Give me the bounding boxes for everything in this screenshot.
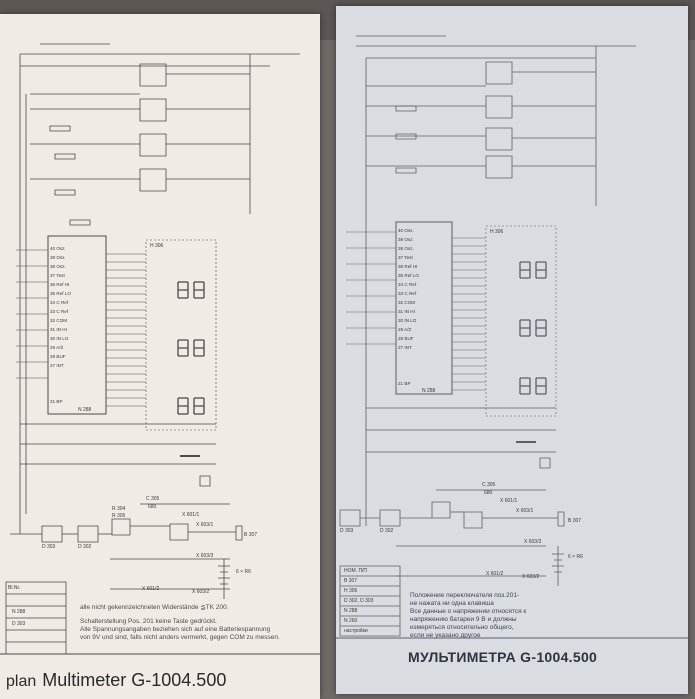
component-label: X 603/1 bbox=[516, 508, 534, 514]
chip-pin-label: 29 A/Z bbox=[398, 327, 412, 332]
chip-pin-label: 29 A/Z bbox=[50, 345, 64, 350]
note-resistors: alle nicht gekennzeichneten Widerstände … bbox=[80, 604, 229, 611]
chip-pin-label: 28 BUF bbox=[398, 336, 414, 341]
parts-table-cell: D 303 bbox=[12, 621, 26, 627]
title-prefix: plan bbox=[6, 673, 37, 690]
chip-pin-label: 40 Osz. bbox=[398, 228, 414, 233]
parts-table-cell: D 302, D 303 bbox=[344, 598, 374, 604]
chip-pin-label: 34 C Ref bbox=[50, 300, 69, 305]
chip-pin-label: 32 COM bbox=[398, 300, 416, 305]
chip-pin-label: 39 Osz. bbox=[398, 237, 414, 242]
chip-pin-label: 31 IN HI bbox=[398, 309, 415, 314]
chip-pin-label: 38 Osz. bbox=[398, 246, 414, 251]
chip-pin-label: 21 BP bbox=[50, 399, 63, 404]
parts-table-cell: B 307 bbox=[344, 578, 358, 584]
component-label: R 305 bbox=[112, 513, 126, 519]
note-ru-line: если не указано другое bbox=[410, 632, 481, 639]
component-label: B 307 bbox=[244, 532, 258, 538]
parts-table-cell: N 288 bbox=[344, 608, 358, 614]
component-label: C 305 bbox=[482, 482, 496, 488]
schematic-sheet-german: Bl.Nr. D 303 40 Osz. 39 Osz. 38 Osz. 37 … bbox=[0, 14, 320, 699]
parts-table-header: НОМ. П/П bbox=[344, 568, 368, 574]
component-label: 680 bbox=[484, 490, 493, 496]
chip-pin-label: 33 C Ref bbox=[398, 291, 417, 296]
chip-pin-label: 40 Osz. bbox=[50, 246, 66, 251]
sheet-title-german: plan Multimeter G-1004.500 bbox=[6, 670, 226, 691]
component-label: B 307 bbox=[568, 518, 582, 524]
component-label: 6 × R6 bbox=[236, 569, 251, 575]
component-label: D 302 bbox=[78, 544, 92, 550]
component-label: 680 bbox=[148, 504, 157, 510]
chip-pin-label: 38 Osz. bbox=[50, 264, 66, 269]
chip-pin-label: 27 INT bbox=[398, 345, 412, 350]
component-label: X 603/3 bbox=[524, 539, 542, 545]
chip-pin-label: 34 C Ref bbox=[398, 282, 417, 287]
component-label: 6 × R6 bbox=[568, 554, 583, 560]
chip-label: N 288 bbox=[422, 388, 436, 394]
chip-label: H 306 bbox=[490, 229, 504, 235]
note-ru-line: напряжению батареи 9 В и должны bbox=[410, 616, 517, 623]
parts-table-header: Bl.Nr. bbox=[8, 585, 21, 591]
chip-pin-label: 28 BUF bbox=[50, 354, 66, 359]
component-label: N 288 bbox=[12, 609, 26, 615]
component-label: R 304 bbox=[112, 506, 126, 512]
component-label: X 603/2 bbox=[522, 574, 540, 580]
chip-pin-label: 32 COM bbox=[50, 318, 68, 323]
chip-pin-label: 37 Test bbox=[50, 273, 65, 278]
note-switch: Schalterstellung Pos. 201 keine Taste ge… bbox=[80, 618, 217, 625]
component-label: X 603/3 bbox=[196, 553, 214, 559]
note-ru-line: измеряться относительно общего, bbox=[410, 624, 514, 631]
component-label: X 603/1 bbox=[196, 522, 214, 528]
title-text: Multimeter G-1004.500 bbox=[42, 670, 227, 690]
chip-pin-label: 36 Ref HI bbox=[50, 282, 70, 287]
parts-table-cell: H 306 bbox=[344, 588, 358, 594]
component-label: X 601/2 bbox=[142, 586, 160, 592]
note-ru-line: Все данные о напряжении относятся к bbox=[410, 608, 527, 615]
chip-pin-label: 37 Test bbox=[398, 255, 413, 260]
schematic-drawing-left bbox=[0, 14, 320, 699]
sheet-title-russian: МУЛЬТИМЕТРА G-1004.500 bbox=[408, 649, 598, 665]
component-label: X 601/2 bbox=[486, 571, 504, 577]
chip-label: N 288 bbox=[78, 407, 92, 413]
note-ru-line: не нажата ни одна клавиша bbox=[410, 600, 494, 607]
chip-pin-label: 27 INT bbox=[50, 363, 64, 368]
note-ru-line: Положение переключателя поз.201- bbox=[410, 592, 520, 599]
chip-pin-label: 35 Ref LO bbox=[398, 273, 419, 278]
chip-pin-label: 21 BP bbox=[398, 381, 411, 386]
schematic-sheet-russian: НОМ. П/П B 307 H 306 D 302, D 303 N 288 … bbox=[336, 6, 688, 694]
chip-pin-label: 31 IN HI bbox=[50, 327, 67, 332]
note-voltage: Alle Spannungsangaben beziehen sich auf … bbox=[80, 626, 271, 633]
parts-table-cell: настройки bbox=[344, 628, 368, 634]
chip-pin-label: 30 IN LO bbox=[50, 336, 69, 341]
chip-label: H 306 bbox=[150, 243, 164, 249]
schematic-drawing-right bbox=[336, 6, 688, 694]
component-label: X 603/2 bbox=[192, 589, 210, 595]
chip-pin-label: 39 Osz. bbox=[50, 255, 66, 260]
component-label: C 305 bbox=[146, 496, 160, 502]
note-voltage-com: von 9V und sind, falls nicht anders verm… bbox=[80, 634, 280, 641]
component-label: X 601/1 bbox=[182, 512, 200, 518]
chip-pin-label: 33 C Ref bbox=[50, 309, 69, 314]
component-label: X 601/1 bbox=[500, 498, 518, 504]
component-label: D 303 bbox=[42, 544, 56, 550]
parts-table-cell: N 260 bbox=[344, 618, 358, 624]
chip-pin-label: 30 IN LO bbox=[398, 318, 417, 323]
component-label: D 302 bbox=[380, 528, 394, 534]
chip-pin-label: 36 Ref HI bbox=[398, 264, 418, 269]
chip-pin-label: 35 Ref LO bbox=[50, 291, 71, 296]
component-label: D 303 bbox=[340, 528, 354, 534]
